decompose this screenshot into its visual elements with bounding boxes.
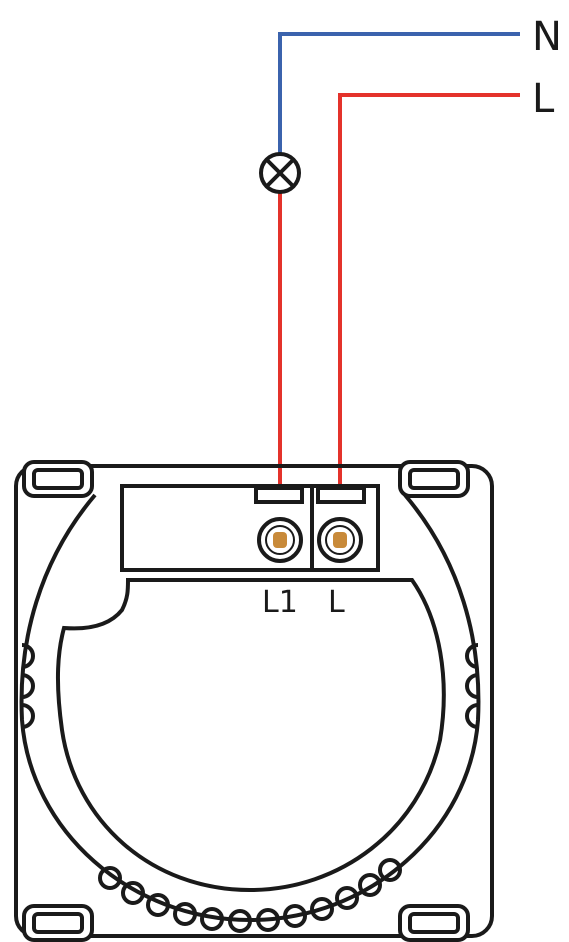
- live-supply-label: L: [532, 76, 555, 122]
- switch-module: [14, 460, 494, 942]
- lamp-icon: [259, 152, 301, 194]
- mechanism-outline: [55, 578, 446, 893]
- side-grip-left: [21, 643, 35, 729]
- terminal-screw-l1: [257, 517, 303, 563]
- terminal-screw-l: [317, 517, 363, 563]
- terminal-label-l1: L1: [262, 585, 298, 620]
- live-wire: [338, 93, 520, 540]
- side-grip-right: [465, 643, 479, 729]
- corner-clip-top-left: [22, 460, 94, 498]
- terminal-label-l: L: [328, 585, 345, 620]
- neutral-wire: [278, 32, 520, 153]
- corner-clip-top-right: [398, 460, 470, 498]
- bottom-grip-bumps: [98, 858, 402, 933]
- terminal-slot-l1: [254, 486, 304, 504]
- module-outer-frame: [14, 464, 494, 938]
- corner-clip-bottom-right: [398, 904, 470, 942]
- terminal-slot-l: [316, 486, 366, 504]
- neutral-label: N: [532, 14, 562, 60]
- corner-clip-bottom-left: [22, 904, 94, 942]
